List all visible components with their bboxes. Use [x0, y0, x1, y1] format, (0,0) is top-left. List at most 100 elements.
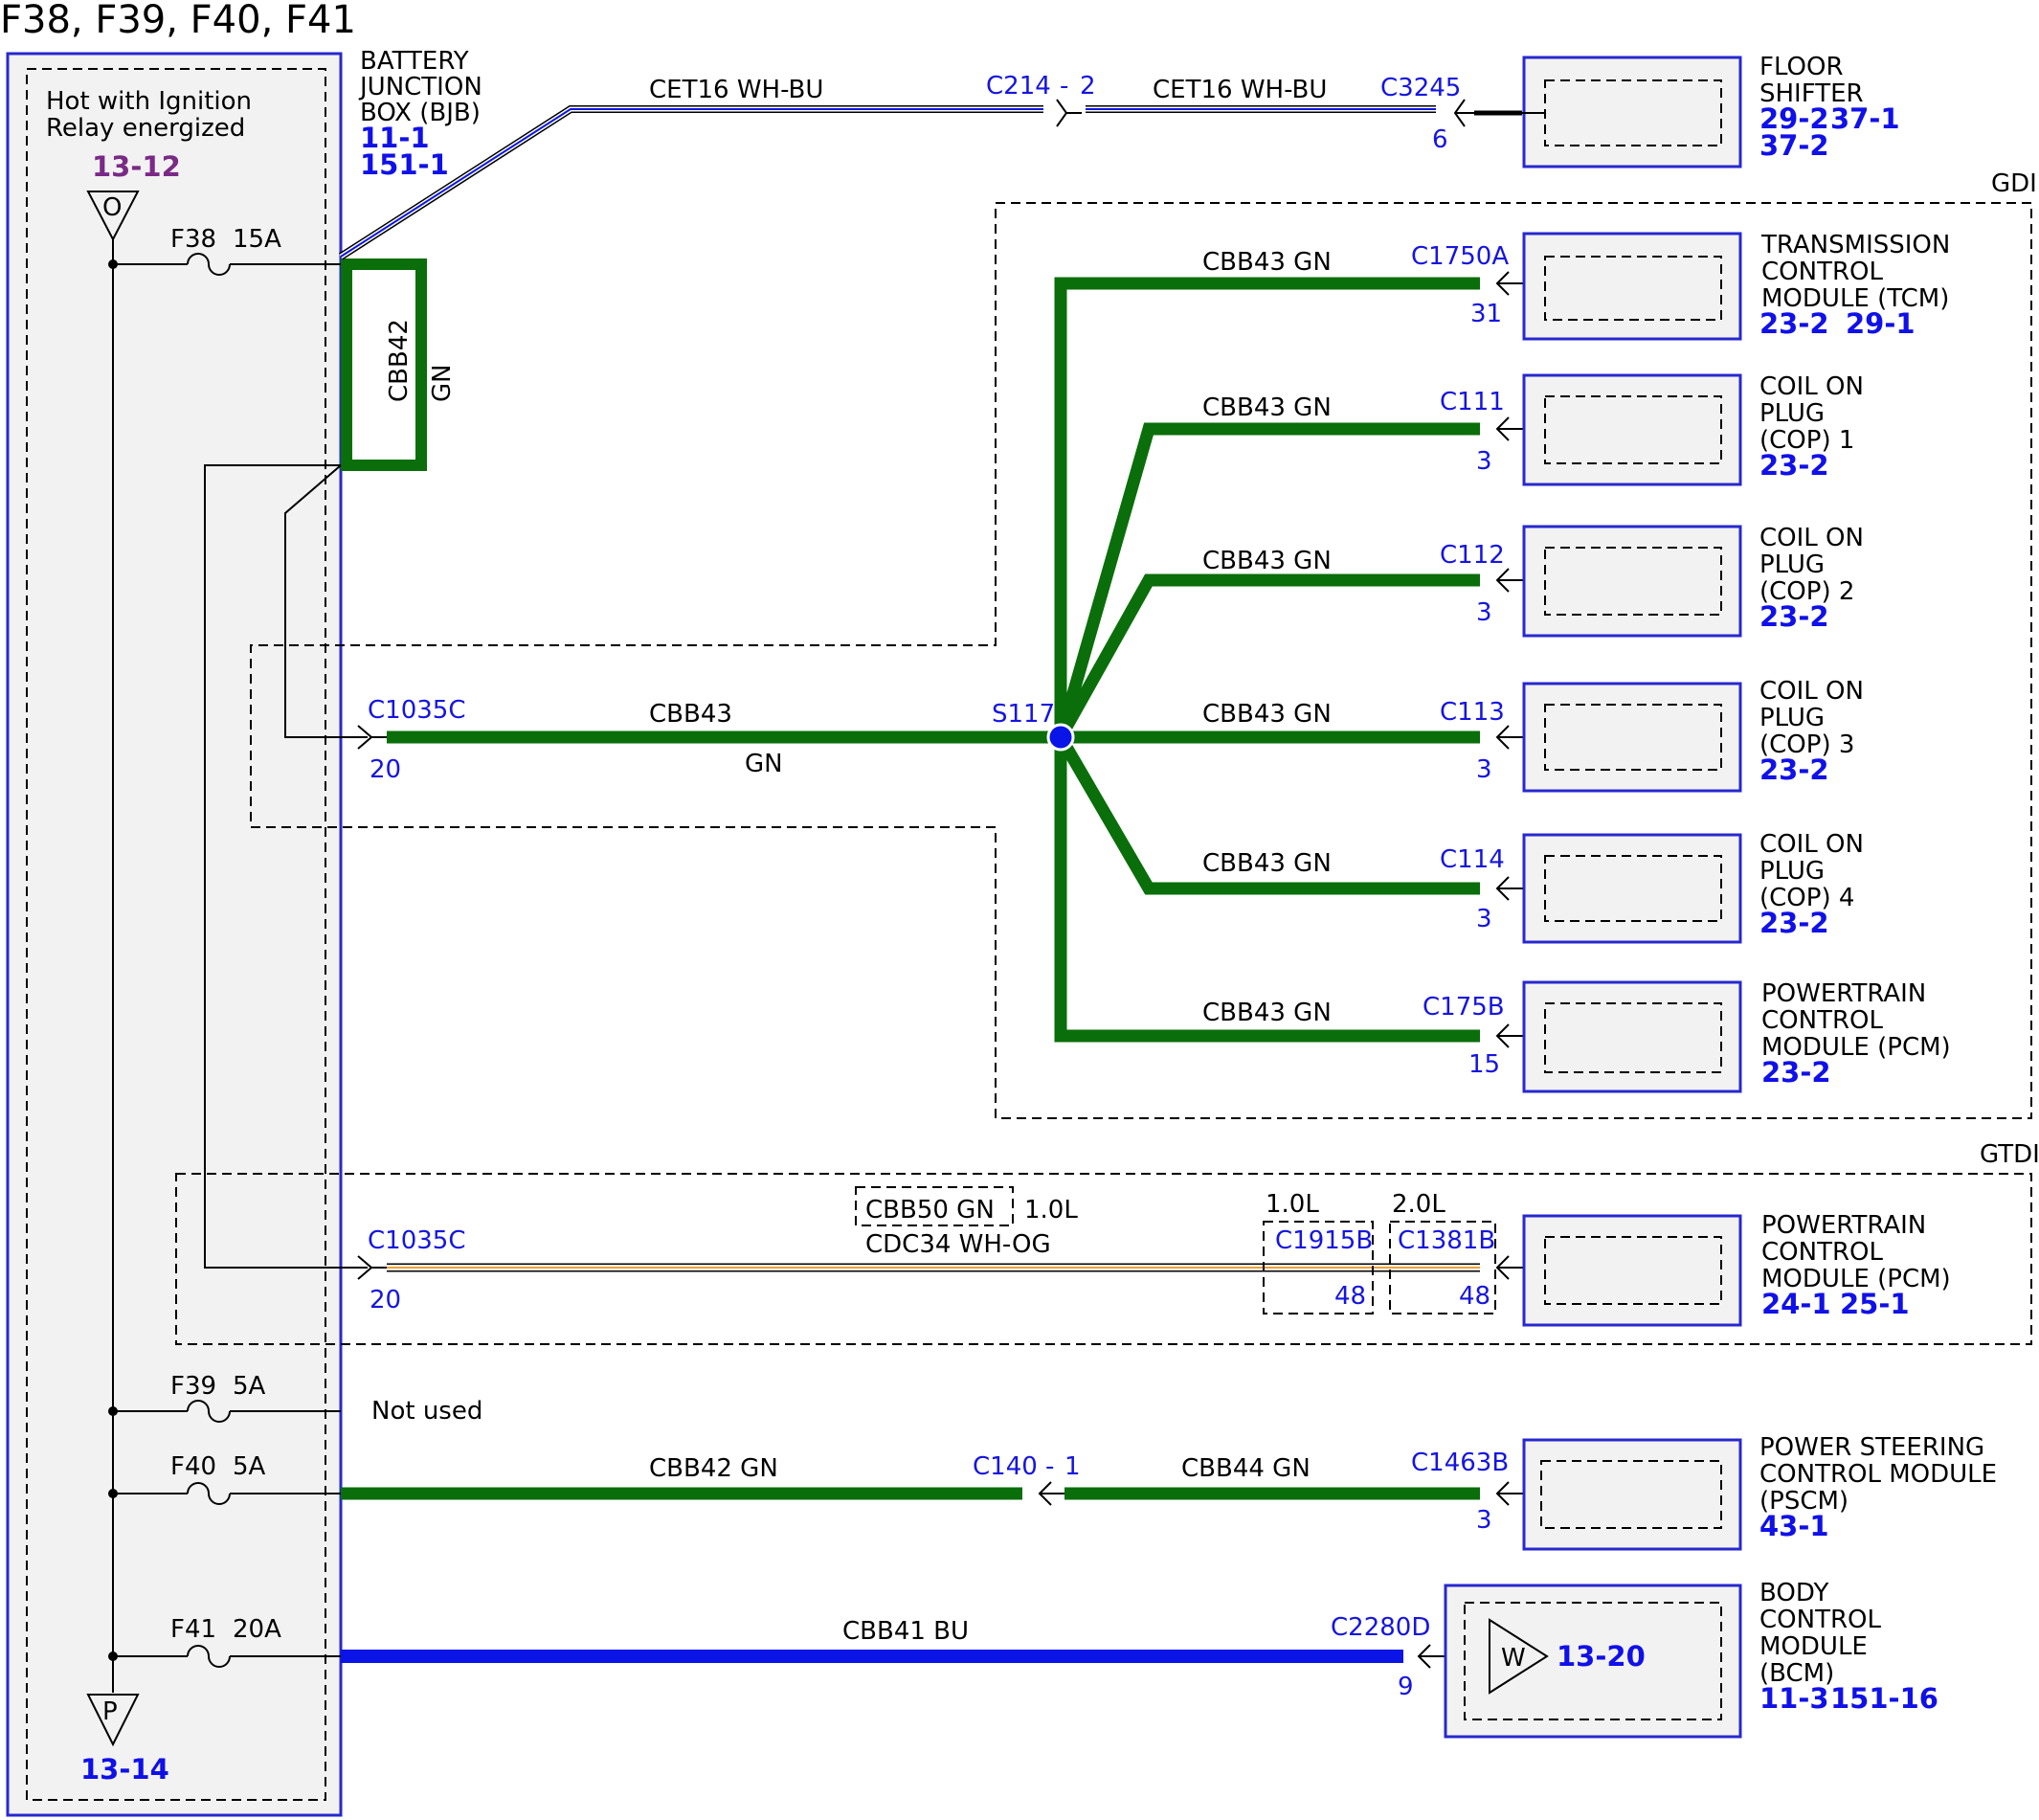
wire-cet16-label-b: CET16 WH-BU [1153, 76, 1327, 104]
wire-cet16-label-a: CET16 WH-BU [649, 76, 823, 104]
bcm-ref2[interactable]: 151-16 [1830, 1682, 1938, 1715]
connector-c3245-pin: 6 [1432, 125, 1448, 154]
bcm-ref1[interactable]: 11-3 [1759, 1682, 1829, 1715]
cop4-name-line3: (COP) 4 [1759, 884, 1854, 912]
connector-c2280d-pin: 9 [1398, 1673, 1414, 1701]
cop2-name-line2: PLUG [1759, 550, 1825, 579]
cop1-ref1[interactable]: 23-2 [1759, 449, 1829, 482]
fuse-f38: F38 15A [108, 225, 341, 276]
splice-s117: S117 [992, 700, 1055, 729]
pcm-gdi-name-line3: MODULE (PCM) [1761, 1033, 1951, 1062]
wire-bjb-to-gdi [284, 464, 368, 738]
conn-c1915b-box [1263, 1221, 1374, 1314]
cop1-name-line2: PLUG [1759, 399, 1825, 428]
tcm-name-line3: MODULE (TCM) [1761, 284, 1949, 313]
connector-c1035c-gtdi-icon [357, 1255, 387, 1280]
connector-c3245: C3245 [1380, 74, 1461, 102]
fuse-f40: F40 5A [108, 1452, 341, 1505]
floor-shifter-ref3[interactable]: 37-2 [1759, 129, 1829, 162]
pscm-name-line1: POWER STEERING [1759, 1433, 1984, 1462]
tcm-name-line1: TRANSMISSION [1760, 231, 1950, 259]
connector-c214-pin: 2 [1080, 72, 1096, 101]
module-pcm-gdi [1522, 980, 1742, 1093]
pcm-gdi-ref1[interactable]: 23-2 [1761, 1056, 1831, 1089]
bjb-ref-bottom[interactable]: 13-14 [80, 1753, 169, 1786]
pcm-gdi-name-line2: CONTROL [1761, 1006, 1883, 1035]
gdi-branches [1054, 277, 1480, 1043]
alt-wire-label: CBB50 GN [865, 1196, 995, 1225]
module-cop2 [1522, 525, 1742, 638]
pscm-name-line3: (PSCM) [1759, 1487, 1849, 1516]
pcm-gtdi-name-line3: MODULE (PCM) [1761, 1265, 1951, 1293]
wire-bjb-to-gtdi [204, 464, 368, 1269]
pcm-gtdi-name-line1: POWERTRAIN [1761, 1211, 1926, 1240]
bcm-name-line2: CONTROL [1759, 1606, 1881, 1634]
branch-cop1-pin: 3 [1476, 447, 1492, 476]
fuse-f41-name: F41 [170, 1615, 216, 1644]
branch-tcm-connector: C1750A [1411, 242, 1509, 271]
tcm-name-line2: CONTROL [1761, 258, 1883, 286]
connector-c2280d: C2280D [1331, 1613, 1430, 1642]
wire-cbb43-main-label: CBB43 [649, 700, 732, 729]
branch-pcm-gdi-pin: 15 [1468, 1050, 1500, 1079]
cop3-name-line3: (COP) 3 [1759, 730, 1854, 759]
branch-pcm-gdi-wire: CBB43 GN [1202, 999, 1332, 1027]
bjb-ref-top[interactable]: 13-12 [92, 150, 181, 183]
cop4-ref1[interactable]: 23-2 [1759, 907, 1829, 939]
connector-c1035c-gdi-icon [357, 725, 387, 750]
module-pscm [1522, 1438, 1742, 1551]
pcm-gtdi-ref2[interactable]: 25-1 [1840, 1288, 1910, 1320]
cop3-ref1[interactable]: 23-2 [1759, 753, 1829, 786]
wire-cbb44-pscm-label: CBB44 GN [1181, 1454, 1311, 1483]
connector-c1463b: C1463B [1411, 1449, 1509, 1477]
module-tcm [1522, 232, 1742, 341]
pscm-name-line2: CONTROL MODULE [1759, 1460, 1997, 1489]
floor-shifter-name-line2: SHIFTER [1759, 79, 1864, 108]
module-cop3 [1522, 682, 1742, 793]
battery-junction-box: Hot with Ignition Relay energized 13-12 … [6, 52, 343, 1817]
cop2-name-line1: COIL ON [1759, 524, 1864, 552]
cop3-name-line1: COIL ON [1759, 677, 1864, 706]
bcm-name-line3: MODULE [1759, 1632, 1868, 1661]
bcm-w-symbol-label: W [1501, 1644, 1526, 1673]
f39-not-used: Not used [371, 1397, 482, 1426]
floor-shifter-ref2[interactable]: 37-1 [1830, 102, 1900, 135]
module-bcm [1444, 1584, 1742, 1739]
wire-cbb43-main-color: GN [745, 750, 783, 778]
cop2-name-line3: (COP) 2 [1759, 577, 1854, 606]
floor-shifter-name-line1: FLOOR [1759, 53, 1844, 81]
branch-cop4-pin: 3 [1476, 905, 1492, 933]
fuse-f41-rating: 20A [233, 1615, 281, 1644]
bjb-ref2[interactable]: 151-1 [360, 148, 449, 181]
gtdi-region [175, 1173, 2032, 1345]
pscm-ref1[interactable]: 43-1 [1759, 1510, 1829, 1542]
bjb-name-line2: JUNCTION [358, 73, 482, 101]
connector-c1035c-gtdi-pin: 20 [370, 1286, 401, 1314]
internal-color-label: GN [428, 364, 457, 402]
bjb-ref1[interactable]: 11-1 [360, 122, 430, 154]
pcm-gtdi-ref1[interactable]: 24-1 [1761, 1288, 1831, 1320]
connector-c140: C140 [973, 1452, 1038, 1481]
floor-shifter-ref1[interactable]: 29-2 [1759, 102, 1829, 135]
bjb-name-line3: BOX (BJB) [360, 99, 481, 127]
bcm-w-symbol-icon [1489, 1618, 1549, 1695]
cop2-ref1[interactable]: 23-2 [1759, 600, 1829, 633]
module-cop1 [1522, 373, 1742, 486]
internal-cbb42-loop: CBB42 GN [341, 258, 457, 471]
connector-c1915b-pin: 48 [1334, 1282, 1366, 1311]
fuse-f38-rating: 15A [233, 225, 281, 254]
connector-c140-pin: 1 [1064, 1452, 1081, 1481]
bcm-symbol-ref[interactable]: 13-20 [1557, 1640, 1646, 1673]
power-source-p-icon [86, 1694, 140, 1747]
internal-wire-label: CBB42 [385, 319, 414, 402]
tcm-ref2[interactable]: 29-1 [1846, 307, 1916, 340]
tcm-ref1[interactable]: 23-2 [1759, 307, 1829, 340]
branch-cop3-wire: CBB43 GN [1202, 700, 1332, 729]
fuse-f40-rating: 5A [233, 1452, 266, 1481]
branch-cop4-connector: C114 [1440, 845, 1505, 874]
module-pcm-gtdi [1522, 1214, 1742, 1327]
connector-c214-sep: - [1060, 72, 1068, 101]
connector-c1035c-gtdi: C1035C [368, 1226, 465, 1255]
connector-c140-icon [1038, 1481, 1064, 1506]
engine-a-label: 1.0L [1266, 1190, 1319, 1219]
